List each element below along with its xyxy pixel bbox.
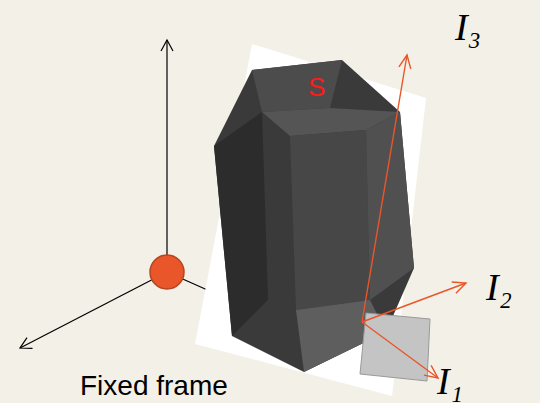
face-label: S xyxy=(308,74,325,100)
frame-label: Fixed frame xyxy=(80,372,228,400)
axis-label: I₃ xyxy=(455,8,481,46)
axis-label: I₂ xyxy=(486,268,512,306)
origin-dot xyxy=(150,255,184,289)
rigid-body xyxy=(195,44,430,396)
axis-label: I₁ xyxy=(437,362,463,400)
principal-axes xyxy=(362,55,466,378)
